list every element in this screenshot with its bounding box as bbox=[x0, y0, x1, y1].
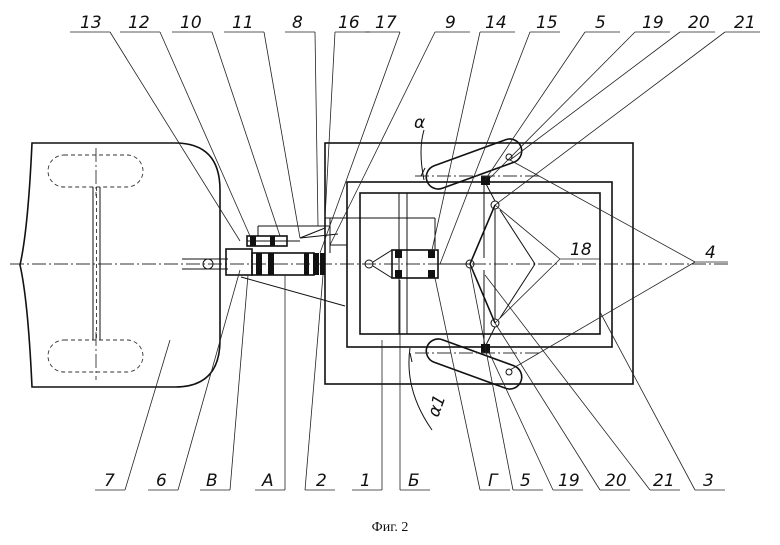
top-label: 14 bbox=[485, 13, 507, 33]
bottom-label: 21 bbox=[653, 471, 675, 491]
top-label: 8 bbox=[292, 13, 303, 33]
top-label: 15 bbox=[536, 13, 558, 33]
bottom-label: 1 bbox=[360, 471, 371, 491]
label-4: 4 bbox=[705, 243, 716, 263]
angle-marks bbox=[409, 130, 432, 430]
bottom-label: 6 bbox=[156, 471, 167, 491]
steering-linkage bbox=[470, 176, 535, 353]
top-label: 19 bbox=[642, 13, 664, 33]
top-label: 11 bbox=[232, 13, 254, 33]
bottom-label: 20 bbox=[605, 471, 627, 491]
bottom-label: Б bbox=[408, 471, 420, 491]
outer-frame bbox=[325, 143, 633, 384]
bottom-label: 7 bbox=[104, 471, 115, 491]
top-label: 13 bbox=[80, 13, 102, 33]
label-18: 18 bbox=[570, 240, 592, 260]
top-label: 21 bbox=[734, 13, 756, 33]
leader-lines-top bbox=[70, 32, 760, 264]
top-label: 12 bbox=[128, 13, 150, 33]
bottom-label: А bbox=[261, 471, 274, 491]
bottom-label: 2 bbox=[316, 471, 327, 491]
bottom-labels: 7 6 В А 2 1 Б Г 5 19 20 21 3 bbox=[104, 471, 714, 491]
bottom-label: 19 bbox=[558, 471, 580, 491]
bottom-label: 5 bbox=[520, 471, 531, 491]
top-label: 16 bbox=[338, 13, 360, 33]
top-label: 5 bbox=[595, 13, 606, 33]
figure-caption: Фиг. 2 bbox=[0, 520, 780, 536]
hitch-coupling bbox=[182, 249, 252, 275]
inner-frame bbox=[360, 193, 600, 334]
frame-1 bbox=[347, 182, 612, 347]
top-label: 20 bbox=[688, 13, 710, 33]
bottom-label: В bbox=[206, 471, 218, 491]
angle-alpha1-label: α1 bbox=[424, 392, 450, 420]
top-labels: 13 12 10 11 8 16 17 9 14 15 5 19 20 21 bbox=[80, 13, 756, 33]
top-label: 10 bbox=[180, 13, 202, 33]
bottom-label: Г bbox=[488, 471, 499, 491]
top-label: 9 bbox=[445, 13, 456, 33]
angle-alpha-label: α bbox=[414, 113, 425, 133]
top-label: 17 bbox=[375, 13, 397, 33]
wheel-upper bbox=[415, 136, 540, 193]
bottom-label: 3 bbox=[703, 471, 714, 491]
